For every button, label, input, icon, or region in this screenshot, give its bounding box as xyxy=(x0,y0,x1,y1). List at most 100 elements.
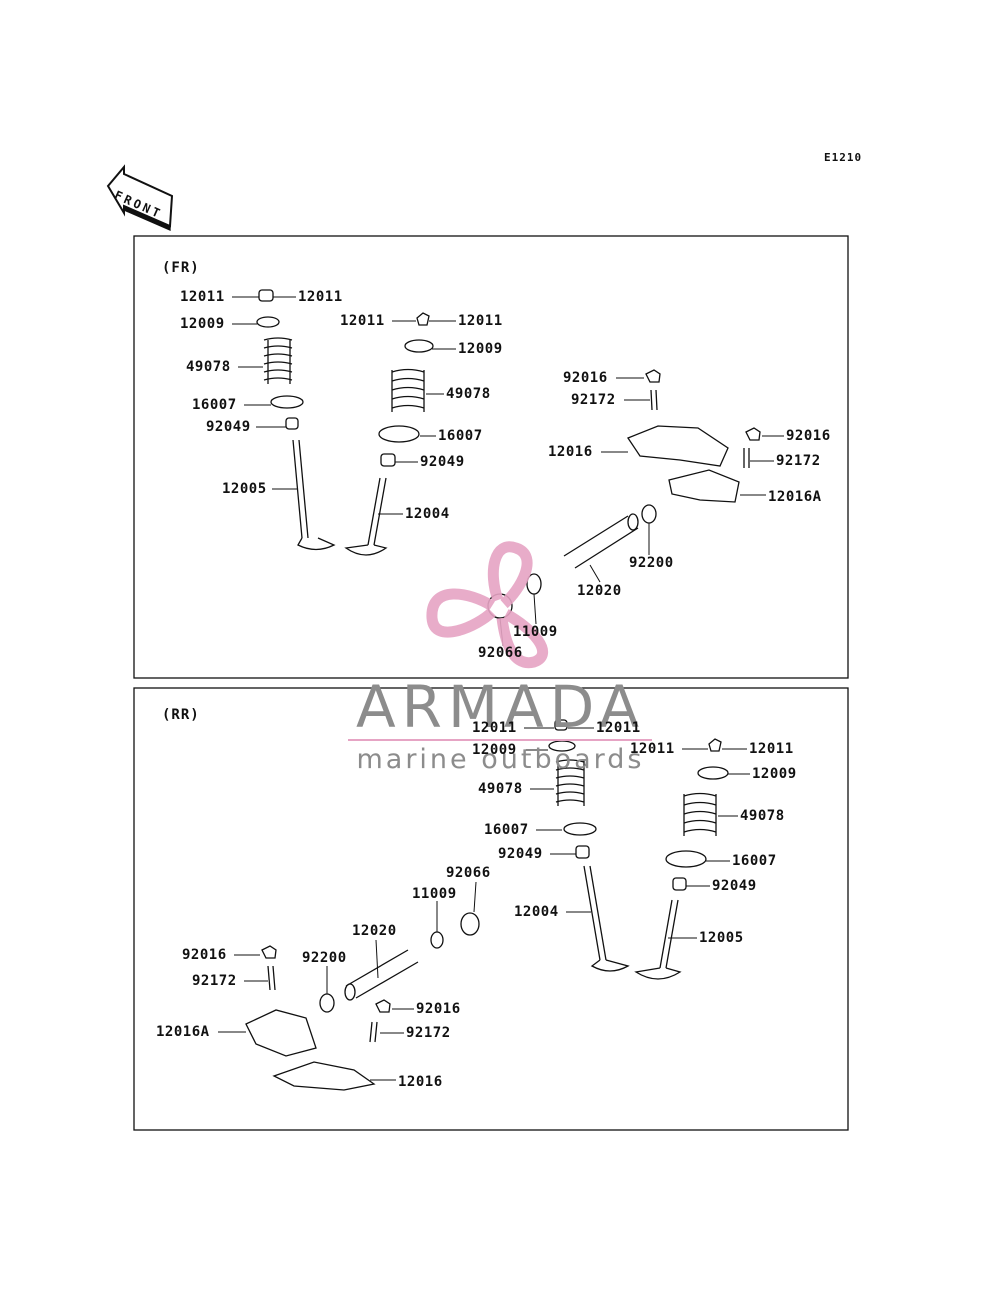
part-label: 12016 xyxy=(548,444,593,460)
rr-oring-92200 xyxy=(319,993,335,1013)
part-label: 12011 xyxy=(630,741,675,757)
part-label: 16007 xyxy=(438,428,483,444)
part-label: 12009 xyxy=(458,341,503,357)
fr-valve-left-group xyxy=(256,289,336,551)
rr-washer-11009 xyxy=(430,931,444,949)
rr-spring-left xyxy=(555,759,585,803)
fr-keeper-left xyxy=(258,289,274,302)
part-label: 12011 xyxy=(596,720,641,736)
fr-seal-mid xyxy=(380,453,396,467)
rr-valve-stem-right xyxy=(659,899,679,969)
fr-nut-92016-b xyxy=(745,427,761,441)
part-label: 92172 xyxy=(406,1025,451,1041)
fr-spring-mid xyxy=(391,368,425,409)
rr-seal-left xyxy=(575,845,590,859)
part-label: 12016A xyxy=(768,489,822,505)
part-label: 92016 xyxy=(182,947,227,963)
part-label: 49078 xyxy=(186,359,231,375)
rr-keeper-right xyxy=(708,738,722,752)
part-label: 12005 xyxy=(699,930,744,946)
rr-rocker-arm-12016 xyxy=(272,1061,376,1091)
part-label: 92172 xyxy=(776,453,821,469)
part-label: 16007 xyxy=(732,853,777,869)
watermark-title: ARMADA xyxy=(355,673,645,741)
rr-valve-stem-left xyxy=(583,865,607,961)
rr-retainer-right xyxy=(697,766,729,780)
part-label: 12016A xyxy=(156,1024,210,1040)
rr-seat-left xyxy=(563,822,597,836)
part-label: 92016 xyxy=(416,1001,461,1017)
part-label: 12004 xyxy=(514,904,559,920)
rr-seal-right xyxy=(672,877,687,891)
part-label: 12011 xyxy=(749,741,794,757)
part-label: 92066 xyxy=(446,865,491,881)
part-label: 12009 xyxy=(180,316,225,332)
part-label: 12011 xyxy=(298,289,343,305)
part-label: 12011 xyxy=(472,720,517,736)
part-label: 12009 xyxy=(472,742,517,758)
part-label: 92172 xyxy=(571,392,616,408)
part-label: 92200 xyxy=(629,555,674,571)
part-label: 12004 xyxy=(405,506,450,522)
part-label: 12011 xyxy=(458,313,503,329)
part-label: 11009 xyxy=(412,886,457,902)
part-label: 12011 xyxy=(180,289,225,305)
fr-rocker-arm-12016a xyxy=(668,469,740,503)
part-label: 92172 xyxy=(192,973,237,989)
fr-oring-92200 xyxy=(641,504,657,524)
rr-frame xyxy=(133,687,849,1131)
front-arrow-icon xyxy=(106,164,174,231)
part-label: 12009 xyxy=(752,766,797,782)
part-label: 12011 xyxy=(340,313,385,329)
part-label: 49078 xyxy=(478,781,523,797)
rr-valve-right-group xyxy=(634,738,729,980)
fr-rocker-group xyxy=(487,369,761,619)
rr-rocker-arm-12016a xyxy=(245,1009,317,1057)
fr-valve-mid-group xyxy=(344,312,434,556)
rr-seat-right xyxy=(665,850,707,868)
fr-seat-left xyxy=(270,395,304,409)
fr-spring-left xyxy=(263,337,293,381)
watermark-subtitle: marine outboards xyxy=(356,744,645,775)
fr-seal-left xyxy=(285,417,299,430)
diagram-code: E1210 xyxy=(824,151,863,164)
section-label-rr: (RR) xyxy=(162,707,200,723)
part-label: 92016 xyxy=(786,428,831,444)
rr-spring-right xyxy=(683,792,717,833)
part-label: 12020 xyxy=(352,923,397,939)
part-label: 49078 xyxy=(446,386,491,402)
fr-valve-stem-mid xyxy=(367,477,387,546)
fr-frame xyxy=(133,235,849,679)
part-label: 12020 xyxy=(577,583,622,599)
rr-nut-92016-b xyxy=(375,999,391,1013)
part-label: 92200 xyxy=(302,950,347,966)
fr-retainer-left xyxy=(256,316,280,328)
part-label: 92049 xyxy=(712,878,757,894)
section-label-fr: (FR) xyxy=(162,260,200,276)
part-label: 11009 xyxy=(513,624,558,640)
part-label: 49078 xyxy=(740,808,785,824)
fr-seat-mid xyxy=(378,425,420,443)
fr-screw-92172-a xyxy=(650,389,658,411)
part-label: 92066 xyxy=(478,645,523,661)
armada-logo-icon xyxy=(426,541,549,669)
fr-rocker-arm-12016 xyxy=(627,425,729,467)
fr-nut-92016-a xyxy=(645,369,661,383)
part-label: 12016 xyxy=(398,1074,443,1090)
part-label: 12005 xyxy=(222,481,267,497)
rr-nut-92016-a xyxy=(261,945,277,959)
part-label: 16007 xyxy=(192,397,237,413)
rr-plug-92066 xyxy=(460,912,480,936)
fr-keeper-mid xyxy=(416,312,430,326)
rr-screw-92172-a xyxy=(267,965,276,991)
rr-screw-92172-b xyxy=(369,1021,378,1043)
fr-screw-92172-b xyxy=(743,448,750,468)
part-label: 92016 xyxy=(563,370,608,386)
part-label: 92049 xyxy=(420,454,465,470)
part-label: 16007 xyxy=(484,822,529,838)
fr-shaft-12020 xyxy=(563,515,639,569)
fr-retainer-mid xyxy=(404,339,434,353)
part-label: 92049 xyxy=(498,846,543,862)
